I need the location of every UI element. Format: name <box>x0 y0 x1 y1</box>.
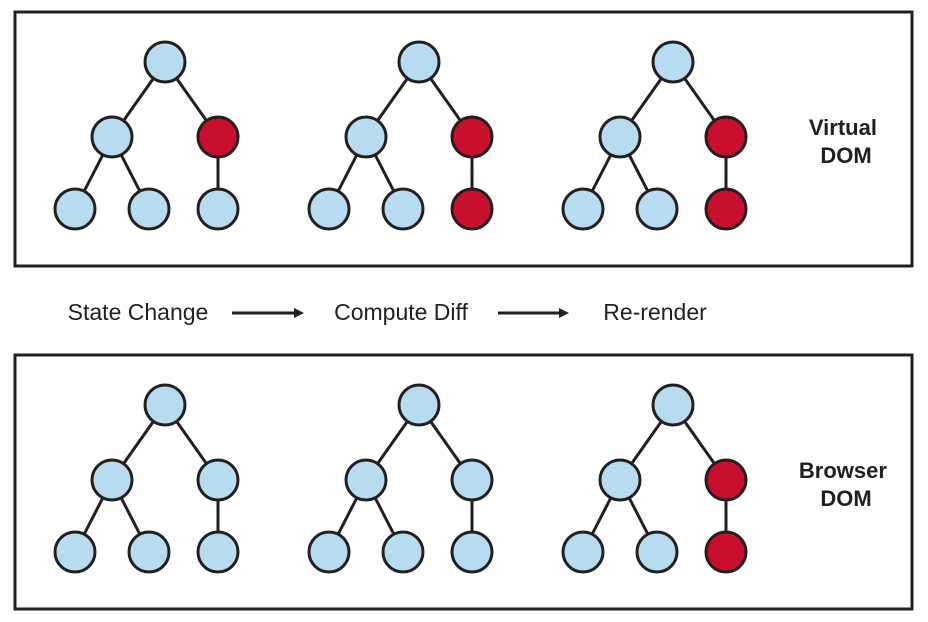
unchanged-node <box>450 530 494 574</box>
changed-node <box>704 530 748 574</box>
unchanged-node <box>635 187 679 231</box>
unchanged-node <box>307 187 351 231</box>
tree-1 <box>53 40 240 231</box>
virtual-dom-label: Virtual DOM <box>809 115 883 168</box>
step-state-change: State Change <box>68 299 209 325</box>
tree-2 <box>307 383 494 574</box>
unchanged-node <box>344 115 388 159</box>
browser-dom-label-line-2: DOM <box>820 486 871 511</box>
step-compute-diff: Compute Diff <box>334 299 468 325</box>
unchanged-node <box>196 530 240 574</box>
unchanged-node <box>381 530 425 574</box>
unchanged-node <box>598 115 642 159</box>
changed-node <box>450 187 494 231</box>
unchanged-node <box>397 40 441 84</box>
unchanged-node <box>307 530 351 574</box>
unchanged-node <box>90 115 134 159</box>
unchanged-node <box>196 187 240 231</box>
unchanged-node <box>635 530 679 574</box>
step-re-render: Re-render <box>603 299 707 325</box>
unchanged-node <box>53 530 97 574</box>
virtual-dom-label-line-1: Virtual <box>809 115 877 140</box>
unchanged-node <box>651 40 695 84</box>
unchanged-node <box>143 40 187 84</box>
unchanged-node <box>381 187 425 231</box>
tree-3 <box>561 40 748 231</box>
unchanged-node <box>561 530 605 574</box>
virtual-dom-label-line-2: DOM <box>820 143 871 168</box>
unchanged-node <box>598 458 642 502</box>
browser-dom-label: Browser DOM <box>799 458 893 511</box>
unchanged-node <box>651 383 695 427</box>
browser-dom-label-line-1: Browser <box>799 458 887 483</box>
changed-node <box>704 458 748 502</box>
tree-1 <box>53 383 240 574</box>
unchanged-node <box>127 187 171 231</box>
flow-row: State Change Compute Diff Re-render <box>68 299 707 325</box>
unchanged-node <box>397 383 441 427</box>
browser-dom-panel: Browser DOM <box>13 353 914 611</box>
tree-3 <box>561 383 748 574</box>
virtual-dom-panel: Virtual DOM <box>13 10 914 268</box>
unchanged-node <box>143 383 187 427</box>
unchanged-node <box>561 187 605 231</box>
unchanged-node <box>450 458 494 502</box>
tree-2 <box>307 40 494 231</box>
changed-node <box>196 115 240 159</box>
browser-dom-trees <box>53 383 748 574</box>
unchanged-node <box>127 530 171 574</box>
changed-node <box>704 187 748 231</box>
unchanged-node <box>344 458 388 502</box>
unchanged-node <box>90 458 134 502</box>
changed-node <box>450 115 494 159</box>
changed-node <box>704 115 748 159</box>
unchanged-node <box>53 187 97 231</box>
unchanged-node <box>196 458 240 502</box>
virtual-dom-trees <box>53 40 748 231</box>
